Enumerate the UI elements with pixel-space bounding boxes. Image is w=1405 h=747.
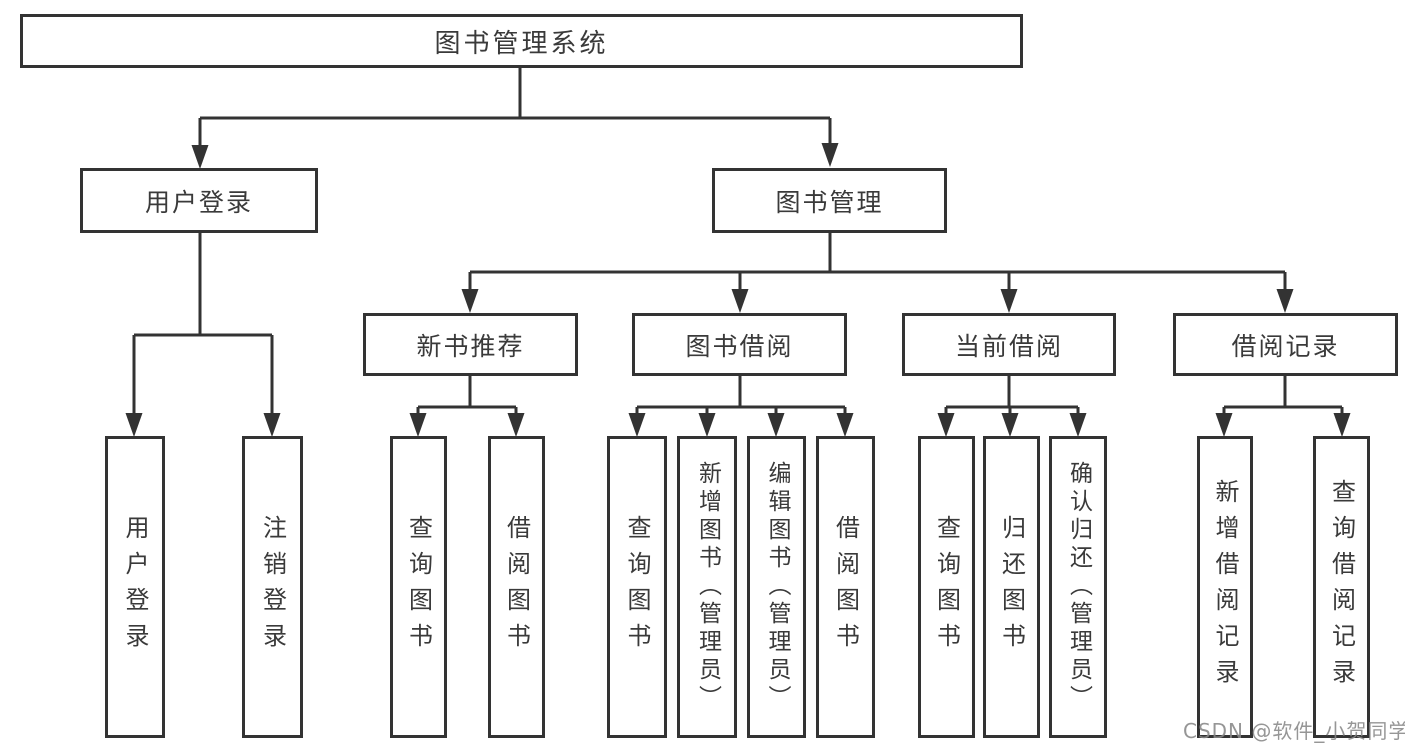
node-borrowing-records-label: 借阅记录: [1231, 331, 1340, 361]
leaf-newbooks-query-books-label: 查询图书: [404, 515, 433, 659]
leaf-newbooks-query-books: 查询图书: [390, 436, 447, 738]
leaf-current-query-books-label: 查询图书: [932, 515, 961, 659]
leaf-add-book-admin: 新增图书（管理员）: [677, 436, 737, 738]
connector-path: [132, 68, 1344, 416]
arrowhead-icons: [125, 143, 1351, 437]
node-root: 图书管理系统: [20, 14, 1023, 68]
leaf-query-borrow-record-label: 查询借阅记录: [1327, 479, 1356, 695]
leaf-edit-book-admin: 编辑图书（管理员）: [747, 436, 806, 738]
leaf-return-books: 归还图书: [983, 436, 1040, 738]
leaf-query-borrow-record: 查询借阅记录: [1313, 436, 1370, 738]
leaf-add-book-admin-label: 新增图书（管理员）: [694, 461, 721, 713]
leaf-borrowing-query-books: 查询图书: [607, 436, 667, 738]
leaf-user-login: 用户登录: [105, 436, 165, 738]
leaf-logout: 注销登录: [242, 436, 303, 738]
leaf-newbooks-borrow-books: 借阅图书: [488, 436, 545, 738]
leaf-logout-label: 注销登录: [258, 515, 287, 659]
node-borrowing-records: 借阅记录: [1173, 313, 1398, 376]
node-book-borrowing: 图书借阅: [632, 313, 847, 376]
node-book-management-label: 图书管理: [775, 187, 884, 217]
leaf-current-query-books: 查询图书: [918, 436, 975, 738]
leaf-borrowing-query-books-label: 查询图书: [623, 515, 651, 659]
node-current-borrowing-label: 当前借阅: [954, 331, 1063, 361]
node-user-login-label: 用户登录: [144, 187, 253, 217]
leaf-borrowing-borrow-books: 借阅图书: [816, 436, 875, 738]
leaf-user-login-label: 用户登录: [121, 515, 149, 659]
leaf-confirm-return-admin-label: 确认归还（管理员）: [1065, 461, 1092, 713]
node-book-borrowing-label: 图书借阅: [685, 331, 794, 361]
node-current-borrowing: 当前借阅: [902, 313, 1116, 376]
node-book-management: 图书管理: [712, 168, 947, 233]
leaf-add-borrow-record: 新增借阅记录: [1197, 436, 1253, 738]
leaf-add-borrow-record-label: 新增借阅记录: [1211, 479, 1239, 695]
leaf-return-books-label: 归还图书: [997, 515, 1026, 659]
watermark: CSDN @软件_小贺同学: [1183, 719, 1405, 743]
node-root-label: 图书管理系统: [434, 28, 609, 59]
leaf-borrowing-borrow-books-label: 借阅图书: [831, 515, 860, 659]
leaf-edit-book-admin-label: 编辑图书（管理员）: [764, 461, 790, 713]
leaf-confirm-return-admin: 确认归还（管理员）: [1049, 436, 1107, 738]
node-user-login: 用户登录: [80, 168, 318, 233]
node-new-book-recommend-label: 新书推荐: [416, 331, 525, 361]
node-new-book-recommend: 新书推荐: [363, 313, 578, 376]
leaf-newbooks-borrow-books-label: 借阅图书: [502, 515, 531, 659]
